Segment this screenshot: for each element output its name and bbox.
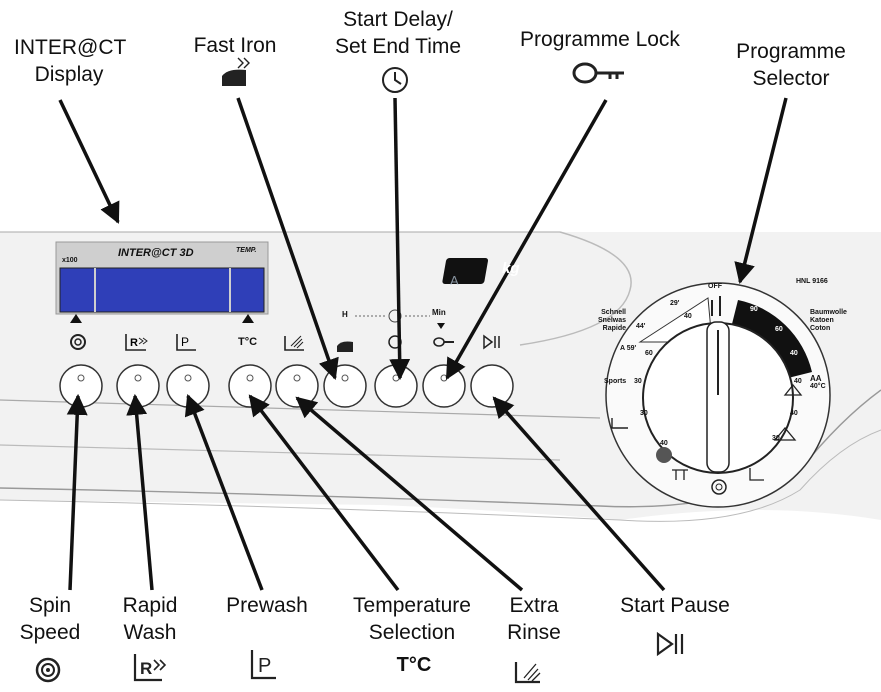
temperature-symbol: T°C (396, 654, 432, 676)
clock-icon (382, 67, 408, 93)
buttons (59, 364, 514, 408)
dial-left-temp-5: 60 (645, 350, 653, 357)
dial-side-temp-5: 40 (660, 440, 668, 447)
bottom-callout-icons: R P (35, 631, 684, 684)
delay-minutes-label: Min (432, 308, 446, 317)
svg-text:P: P (258, 655, 271, 677)
extra-rinse-icon (284, 335, 304, 351)
dial-left-temp-3: 44' (636, 323, 646, 330)
rapid-wash-button[interactable] (116, 364, 160, 408)
dial-left-temp-2: 40 (684, 313, 692, 320)
label-programme-lock: Programme Lock (520, 28, 680, 51)
dial-temp-90: 90 (750, 306, 758, 313)
spiral-icon (70, 334, 86, 350)
spin-speed-button[interactable] (59, 364, 103, 408)
delay-hours-label: H (342, 310, 348, 319)
dial-temp-60: 60 (775, 326, 783, 333)
brand-badge: A (442, 258, 489, 288)
label-start-delay: Start Delay/Set End Time (334, 8, 462, 58)
label-fast-iron: Fast Iron (193, 34, 277, 57)
fast-iron-icon (337, 341, 353, 352)
brand-badge-text: kg (502, 260, 520, 277)
panel-temp-label: T°C (238, 336, 258, 348)
display-right-tag: TEMP. (236, 247, 257, 254)
svg-text:A: A (450, 273, 459, 288)
label-prewash: Prewash (226, 594, 308, 617)
start-pause-button[interactable] (470, 364, 514, 408)
extra-rinse-icon (514, 662, 541, 684)
interact-display (55, 241, 269, 323)
prewash-icon: P (176, 334, 196, 351)
dial-aa-temp: 40°C (810, 383, 826, 390)
display-title: INTER@CT 3D (118, 247, 194, 259)
svg-text:R: R (130, 337, 138, 349)
dial-side-temp-4: 40 (790, 410, 798, 417)
label-start-pause: Start Pause (620, 594, 730, 617)
display-left-tag: x100 (62, 257, 78, 264)
spiral-icon (35, 657, 61, 683)
dial-right-text: Baumwolle Katoen Coton (810, 309, 847, 332)
model-number: HNL 9166 (796, 278, 828, 285)
dial-left-text: Schnell Snelwas Rapide (598, 309, 627, 332)
fast-iron-button[interactable] (323, 364, 367, 408)
programme-dial[interactable] (605, 282, 831, 508)
temperature-button[interactable] (228, 364, 272, 408)
start-pause-icon (656, 631, 684, 657)
programme-lock-button[interactable] (422, 364, 466, 408)
callout-arrows (58, 97, 788, 592)
dial-left-temp-1: 29' (670, 300, 680, 307)
dial-temp-40: 40 (790, 350, 798, 357)
start-delay-button[interactable] (374, 364, 418, 408)
svg-text:P: P (181, 335, 189, 349)
dial-side-temp-3: 30 (640, 410, 648, 417)
start-pause-icon (483, 334, 500, 350)
dial-side-temp-6: 30 (772, 435, 780, 442)
dial-side-temp-1: 30 (634, 378, 642, 385)
dial-off: OFF (708, 283, 722, 290)
dial-left-temp-4: A 59' (620, 345, 637, 352)
svg-text:R: R (140, 659, 152, 678)
key-icon (433, 337, 454, 347)
dial-sports: Sports (604, 378, 627, 385)
prewash-icon: P (250, 650, 276, 680)
panel-button-icons: R P (70, 309, 500, 352)
dial-side-temp-2: 40 (794, 378, 802, 385)
top-callout-icons (222, 57, 624, 93)
dial-aa: AA (810, 374, 822, 383)
rapid-wash-icon: R (125, 334, 148, 351)
fast-iron-icon (222, 57, 250, 86)
extra-rinse-button[interactable] (275, 364, 319, 408)
key-icon (572, 62, 624, 84)
rapid-wash-icon: R (133, 654, 167, 682)
